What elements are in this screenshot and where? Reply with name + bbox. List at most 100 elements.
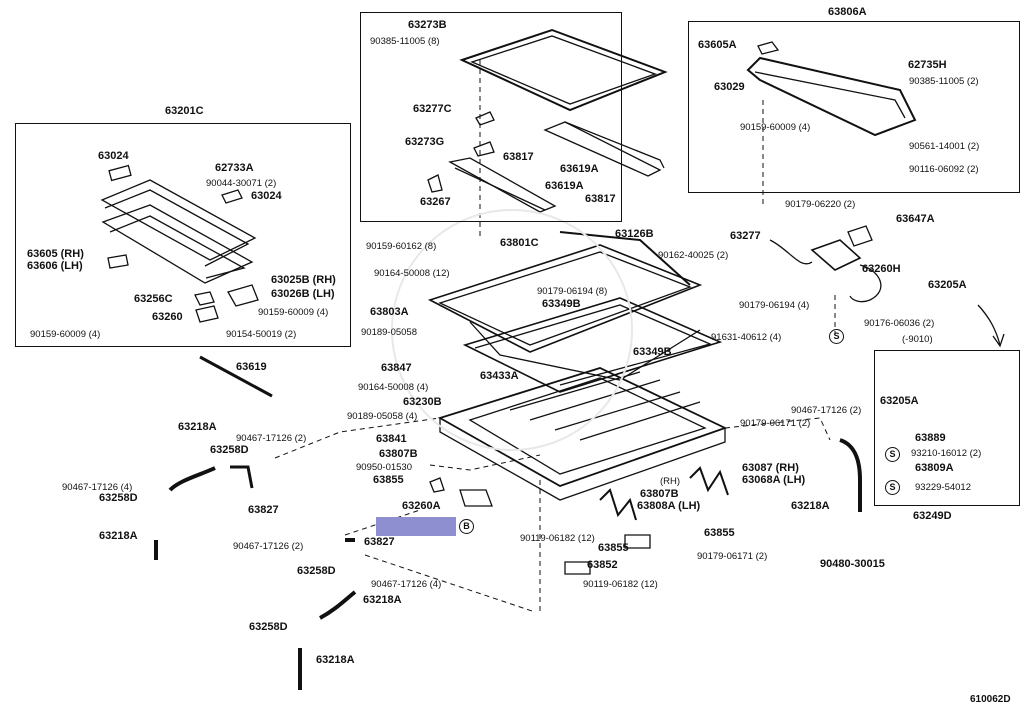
part-label: 90561-14001 (2) [909, 141, 980, 152]
part-label: 63126B [615, 228, 654, 240]
s-marker: S [885, 447, 900, 462]
part-label: 63809A [915, 462, 954, 474]
part-label: (RH) [660, 476, 681, 487]
part-label: 63267 [420, 196, 451, 208]
part-label: 63218A [791, 500, 830, 512]
part-label: 90950-01530 [356, 462, 412, 473]
assembly-title-right: 63806A [828, 6, 867, 18]
part-label: 63273G [405, 136, 445, 148]
part-label: 90467-17126 (4) [371, 579, 442, 590]
part-label: 90116-06092 (2) [909, 164, 979, 175]
part-label: 63889 [915, 432, 946, 444]
part-label: 90162-40025 (2) [658, 250, 729, 261]
part-label: 90467-17126 (2) [791, 405, 862, 416]
part-label: 91631-40612 (4) [711, 332, 782, 343]
part-label: 63803A [370, 306, 409, 318]
part-label: 93229-54012 [915, 482, 971, 493]
part-label: 63855 [598, 542, 629, 554]
part-label: 63827 [364, 536, 395, 548]
part-label: 63852 [587, 559, 618, 571]
part-label: 63273B [408, 19, 447, 31]
part-label: 90159-60162 (8) [366, 241, 437, 252]
highlighted-part[interactable] [376, 517, 456, 536]
part-label: 63218A [178, 421, 217, 433]
part-label: 63847 [381, 362, 412, 374]
part-label: 90179-06171 (2) [697, 551, 768, 562]
part-label: 63029 [714, 81, 745, 93]
diagram-id: 610062D [970, 694, 1011, 705]
assembly-title-harness: 63205A [928, 279, 967, 291]
part-label: 90467-17126 (2) [233, 541, 304, 552]
part-label: 63807B [379, 448, 418, 460]
part-label: 63024 [98, 150, 129, 162]
part-label: 63218A [99, 530, 138, 542]
part-label: 90159-60009 (4) [740, 122, 811, 133]
part-label: 63258D [210, 444, 249, 456]
part-label: 63855 [704, 527, 735, 539]
part-label: 63606 (LH) [27, 260, 83, 272]
part-label: 63827 [248, 504, 279, 516]
part-label: 63260H [862, 263, 901, 275]
part-label: 63205A [880, 395, 919, 407]
part-label: 63068A (LH) [742, 474, 806, 486]
left-assembly-box [15, 123, 351, 347]
assembly-title-center: 63801C [500, 237, 539, 249]
part-label: 62735H [908, 59, 947, 71]
part-label: 63218A [316, 654, 355, 666]
part-label: 63256C [134, 293, 173, 305]
part-label: 90179-06194 (4) [739, 300, 810, 311]
part-label: 63249D [913, 510, 952, 522]
part-label: 63277C [413, 103, 452, 115]
part-label: 63258D [297, 565, 336, 577]
part-label: (-9010) [902, 334, 933, 345]
part-label: 63260A [402, 500, 441, 512]
part-label: 90467-17126 (4) [62, 482, 133, 493]
part-label: 90044-30071 (2) [206, 178, 277, 189]
part-label: 63260 [152, 311, 183, 323]
part-label: 63349B [633, 346, 672, 358]
part-label: 63855 [373, 474, 404, 486]
part-label: 63230B [403, 396, 442, 408]
part-label: 90119-06182 (12) [520, 533, 595, 544]
inset-box [874, 350, 1020, 506]
part-label: 90480-30015 [820, 558, 885, 570]
part-label: 63619A [545, 180, 584, 192]
right-assembly-box [688, 21, 1020, 193]
part-label: 90385-11005 (8) [370, 36, 440, 47]
part-label: 90159-60009 (4) [30, 329, 101, 340]
part-label: 93210-16012 (2) [911, 448, 982, 459]
part-label: 63619A [560, 163, 599, 175]
part-label: 63087 (RH) [742, 462, 799, 474]
part-label: 63807B [640, 488, 679, 500]
part-label: 90119-06182 (12) [583, 579, 658, 590]
part-label: 62733A [215, 162, 254, 174]
part-label: 90176-06036 (2) [864, 318, 935, 329]
part-label: 90189-05058 [361, 327, 417, 338]
part-label: 63605A [698, 39, 737, 51]
part-label: 63026B (LH) [271, 288, 335, 300]
part-label: 90385-11005 (2) [909, 76, 979, 87]
part-label: 63025B (RH) [271, 274, 336, 286]
part-label: 63808A (LH) [637, 500, 701, 512]
s-marker: S [885, 480, 900, 495]
part-label: 90154-50019 (2) [226, 329, 297, 340]
s-marker: S [829, 329, 844, 344]
part-label: 63258D [249, 621, 288, 633]
part-label: 63218A [363, 594, 402, 606]
center-assembly-box [360, 12, 622, 222]
part-label: 63817 [503, 151, 534, 163]
part-label: 90189-05058 (4) [347, 411, 418, 422]
part-label: 63277 [730, 230, 761, 242]
part-label: 63024 [251, 190, 282, 202]
part-label: 63349B [542, 298, 581, 310]
part-label: 90164-50008 (4) [358, 382, 429, 393]
part-label: 90179-06194 (8) [537, 286, 608, 297]
part-label: 90164-50008 (12) [374, 268, 450, 279]
part-label: 90159-60009 (4) [258, 307, 329, 318]
part-label: 90467-17126 (2) [236, 433, 307, 444]
part-label: 63605 (RH) [27, 248, 84, 260]
assembly-title-left: 63201C [165, 105, 204, 117]
part-label: 63647A [896, 213, 935, 225]
part-label: 63817 [585, 193, 616, 205]
